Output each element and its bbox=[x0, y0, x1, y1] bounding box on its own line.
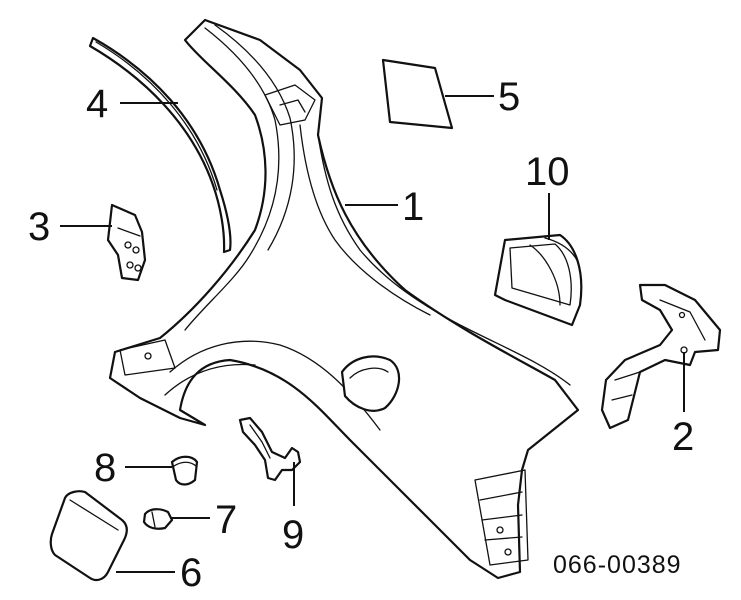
callout-2: 2 bbox=[672, 415, 694, 459]
callout-3: 3 bbox=[28, 205, 50, 249]
part-2-rear-bracket bbox=[600, 283, 722, 430]
callout-labels: 1 2 3 4 5 6 7 8 9 10 bbox=[28, 75, 694, 595]
callout-1: 1 bbox=[402, 185, 424, 229]
callout-6: 6 bbox=[180, 551, 202, 595]
diagram-code: 066-00389 bbox=[553, 551, 682, 579]
part-7-plug bbox=[142, 508, 174, 530]
callout-10: 10 bbox=[525, 150, 570, 194]
callout-5: 5 bbox=[498, 75, 520, 119]
callout-4: 4 bbox=[86, 82, 108, 126]
leader-lines bbox=[60, 95, 685, 573]
part-6-cover bbox=[49, 490, 128, 582]
callout-7: 7 bbox=[215, 498, 237, 542]
callout-9: 9 bbox=[282, 513, 304, 557]
part-5-pad bbox=[381, 58, 454, 130]
part-8-cap bbox=[170, 455, 199, 486]
part-3-bracket bbox=[106, 203, 147, 282]
callout-8: 8 bbox=[94, 446, 116, 490]
part-1-quarter-panel bbox=[108, 18, 580, 580]
part-4-molding-strip bbox=[88, 36, 232, 254]
part-9-liner-piece bbox=[238, 416, 302, 482]
part-10-filler-housing bbox=[493, 233, 583, 327]
